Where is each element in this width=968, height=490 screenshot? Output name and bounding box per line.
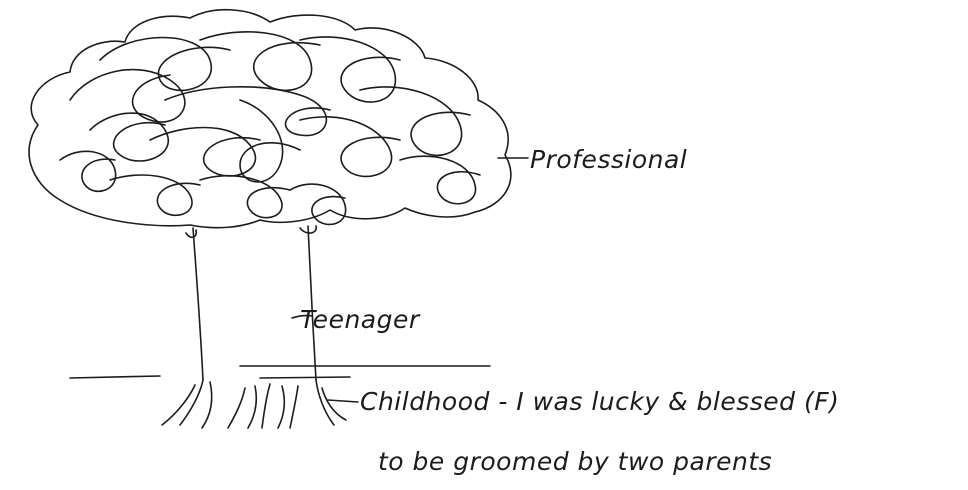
canopy-scribbles [59,31,481,226]
label-leader-lines [327,157,529,403]
childhood-label-line2: to be groomed by two parents [378,447,772,476]
childhood-label-line1: Childhood - I was lucky & blessed (F) [360,387,839,416]
tree-trunk [185,225,317,381]
teenager-label: Teenager [300,305,421,334]
tree-roots [161,379,347,429]
tree-canopy [28,8,512,229]
professional-label: Professional [530,145,687,174]
ground-lines [69,365,491,379]
